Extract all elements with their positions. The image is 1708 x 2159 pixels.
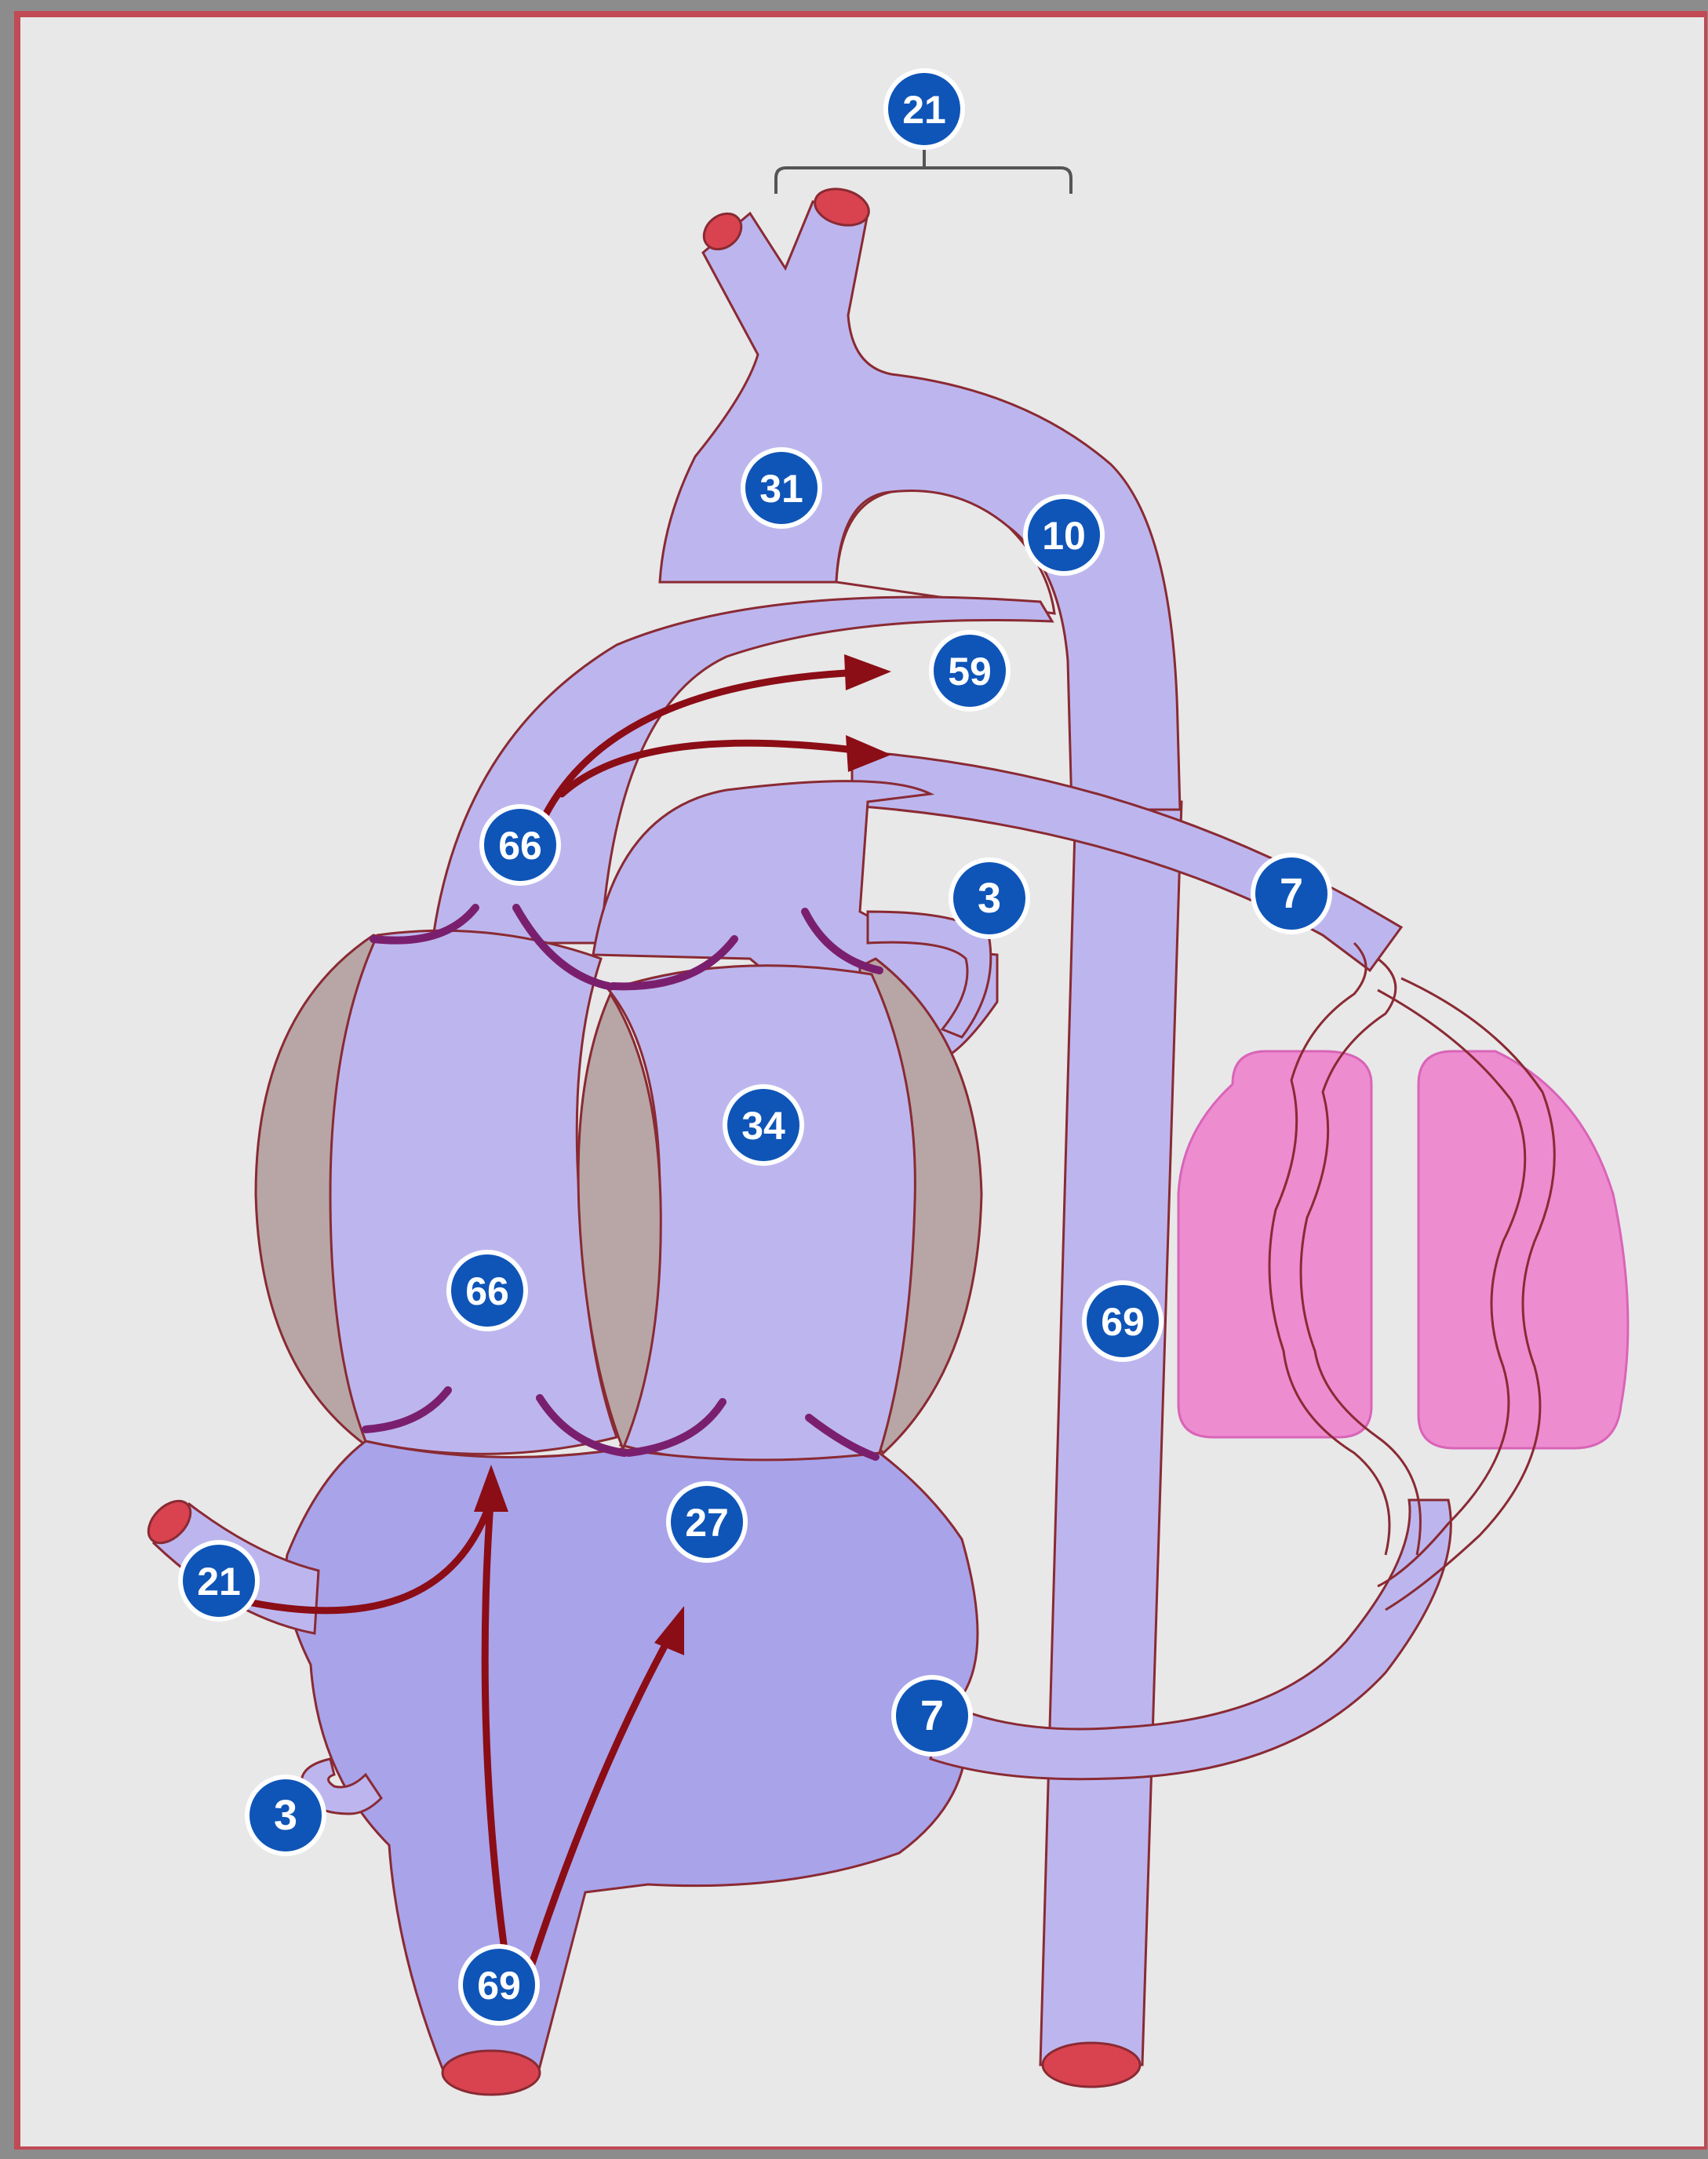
- marker-label: 59: [948, 650, 992, 694]
- atria: [154, 1441, 1451, 2073]
- right-lung-lobe: [1418, 1051, 1628, 1448]
- marker-7-bottom: 7: [891, 1675, 973, 1757]
- marker-label: 7: [920, 1692, 944, 1739]
- top-bracket: [776, 143, 1071, 194]
- marker-label: 3: [274, 1792, 297, 1839]
- marker-66-mid: 66: [446, 1250, 528, 1331]
- cut-end-bottom-left: [442, 2051, 540, 2095]
- marker-59: 59: [929, 630, 1011, 712]
- pulmonary-vein-lower: [930, 1500, 1451, 1779]
- marker-label: 10: [1042, 514, 1086, 558]
- marker-label: 66: [465, 1269, 509, 1313]
- marker-label: 27: [685, 1501, 729, 1545]
- marker-69-bottom: 69: [458, 1944, 540, 2026]
- marker-3-left: 3: [245, 1775, 326, 1856]
- marker-label: 21: [902, 88, 946, 132]
- left-ventricle: [330, 930, 617, 1454]
- ventricles: [256, 930, 981, 1463]
- marker-31: 31: [741, 447, 822, 529]
- marker-label: 7: [1280, 870, 1303, 917]
- cut-end-bottom-right: [1043, 2043, 1140, 2087]
- marker-label: 21: [197, 1560, 241, 1604]
- arrowhead-59: [844, 654, 891, 690]
- marker-66-top: 66: [479, 804, 561, 886]
- aortic-arch: [660, 202, 1180, 810]
- lower-atrium: [286, 1441, 978, 2073]
- marker-7-right: 7: [1251, 853, 1332, 934]
- left-lung-lobe: [1178, 1051, 1371, 1437]
- marker-label: 69: [477, 1964, 521, 2008]
- lungs: [1178, 1051, 1628, 1448]
- marker-27: 27: [666, 1481, 748, 1563]
- marker-21-top: 21: [883, 68, 965, 150]
- descending-aorta: [1040, 802, 1182, 2065]
- marker-label: 66: [498, 824, 542, 868]
- marker-10: 10: [1023, 494, 1105, 576]
- marker-label: 69: [1101, 1300, 1145, 1344]
- diagram-panel: 21 31 10 59 66 3 7 34 66 69 27 21 7 3 69: [20, 17, 1704, 2146]
- marker-34: 34: [723, 1084, 804, 1166]
- marker-3-right: 3: [949, 857, 1030, 939]
- marker-label: 34: [741, 1104, 785, 1148]
- marker-69-right: 69: [1082, 1280, 1164, 1362]
- heart-circulation-diagram: 21 31 10 59 66 3 7 34 66 69 27 21 7 3 69: [20, 17, 1704, 2146]
- marker-label: 3: [978, 875, 1001, 922]
- marker-21-left: 21: [178, 1540, 260, 1622]
- marker-label: 31: [759, 467, 803, 511]
